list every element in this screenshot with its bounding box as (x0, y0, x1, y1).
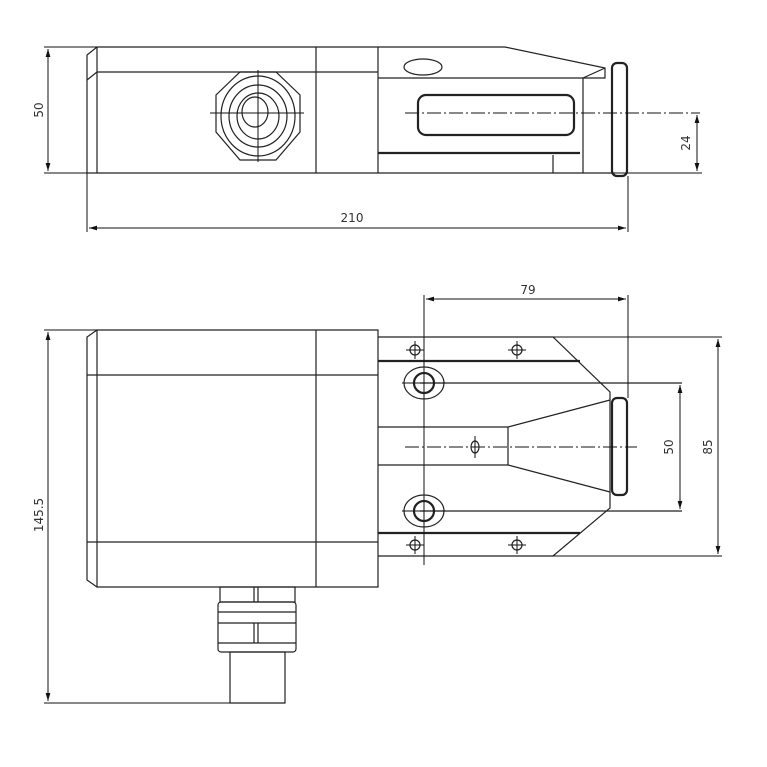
cable (229, 651, 286, 704)
dim-bracket-width-label: 85 (701, 439, 715, 454)
cable-gland (217, 586, 297, 704)
mounting-bracket (378, 336, 611, 557)
dim-total-height-label: 145.5 (32, 498, 46, 532)
lens-disc (610, 61, 629, 178)
dim-length-label: 210 (341, 211, 364, 225)
dim-hole-spacing-x-label: 79 (520, 283, 535, 297)
top-view: 79 50 85 145.5 (32, 283, 722, 704)
dim-hole-spacing-y-label: 50 (662, 439, 676, 454)
cable-gland-nut (210, 70, 304, 162)
vent-hole (403, 58, 443, 76)
housing-outline (86, 329, 379, 588)
dim-axis-offset-label: 24 (679, 135, 693, 150)
mounting-holes (402, 341, 526, 554)
side-view: 50 24 210 (32, 46, 702, 232)
dim-height-label: 50 (32, 102, 46, 117)
housing-outline (86, 46, 606, 174)
sensor-slot (416, 93, 576, 137)
